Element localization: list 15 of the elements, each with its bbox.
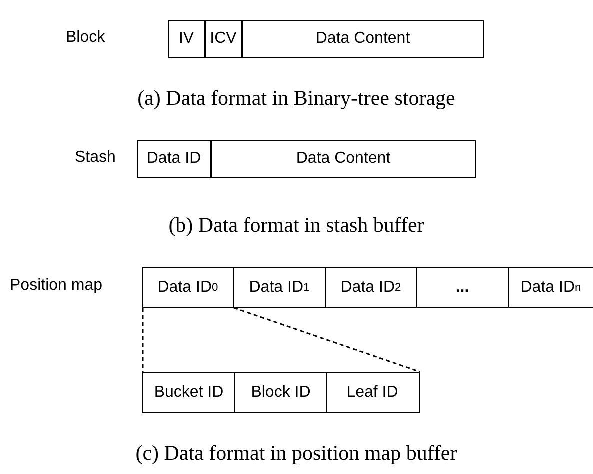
data-field: Data Content — [211, 140, 476, 178]
data-field: Data ID — [137, 140, 211, 178]
dashed-line — [142, 308, 144, 372]
caption: (c) Data format in position map buffer — [136, 441, 458, 465]
row-label: Stash — [75, 149, 116, 167]
caption: (a) Data format in Binary-tree storage — [138, 86, 456, 110]
row-label: Position map — [10, 277, 102, 295]
data-field: ICV — [205, 20, 242, 58]
data-field: Data Content — [242, 20, 484, 58]
data-field: IV — [168, 20, 205, 58]
row-label: Block — [66, 29, 106, 47]
caption: (b) Data format in stash buffer — [168, 213, 424, 237]
dashed-line — [234, 307, 420, 373]
data-field: ... — [416, 267, 509, 308]
record-box — [142, 372, 420, 413]
